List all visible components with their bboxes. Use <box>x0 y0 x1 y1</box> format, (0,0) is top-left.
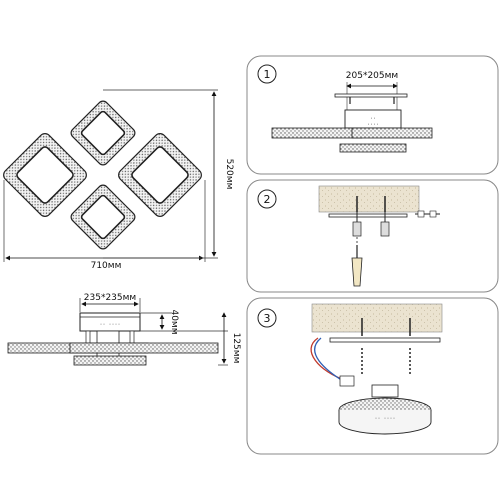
side-height-label: 125мм <box>231 333 241 364</box>
ceiling-block-3 <box>311 303 443 333</box>
top-height-dimension: 520мм <box>103 89 234 259</box>
side-depth-label: 40мм <box>169 309 179 334</box>
side-mount-label: 235*235мм <box>84 293 136 303</box>
side-height-dimension: 125мм <box>172 312 241 366</box>
step-1-dimension-label: 205*205мм <box>346 71 398 81</box>
step-3-badge <box>257 308 277 328</box>
step-2-badge <box>257 189 277 209</box>
svg-text:·· ····: ·· ···· <box>99 322 120 328</box>
step-2-number: 2 <box>264 193 271 206</box>
wire-connector <box>415 210 440 218</box>
top-height-label: 520мм <box>224 159 234 190</box>
screwdriver-icon <box>351 245 363 287</box>
step-1-panel: 1 205*205мм ·· ···· <box>246 55 499 175</box>
square-top <box>70 100 136 166</box>
side-ring-bottom <box>73 355 147 366</box>
side-depth-dimension: 40мм <box>140 309 179 335</box>
step-1-number: 1 <box>264 68 271 81</box>
step-3-number: 3 <box>264 312 271 325</box>
mounting-plate <box>328 213 408 218</box>
side-mount-dimension: 235*235мм <box>79 293 141 312</box>
side-view: ·· ···· 235*235мм 40мм 125мм <box>7 293 241 366</box>
top-width-label: 710мм <box>91 261 122 271</box>
svg-text:··: ·· <box>370 116 376 122</box>
side-ring-right <box>69 342 219 354</box>
terminal-block <box>339 375 355 387</box>
ceiling-block <box>318 185 420 213</box>
top-view: 710мм 520мм <box>3 89 234 271</box>
square-left <box>3 133 87 217</box>
square-right <box>118 133 202 217</box>
step-1-badge <box>257 64 277 84</box>
square-bottom <box>70 184 136 250</box>
svg-text:·· ····: ·· ···· <box>374 416 395 422</box>
step-3-panel: 3 ·· ···· <box>246 297 499 455</box>
svg-text:····: ···· <box>367 122 379 128</box>
step-2-panel: 2 <box>246 179 499 293</box>
